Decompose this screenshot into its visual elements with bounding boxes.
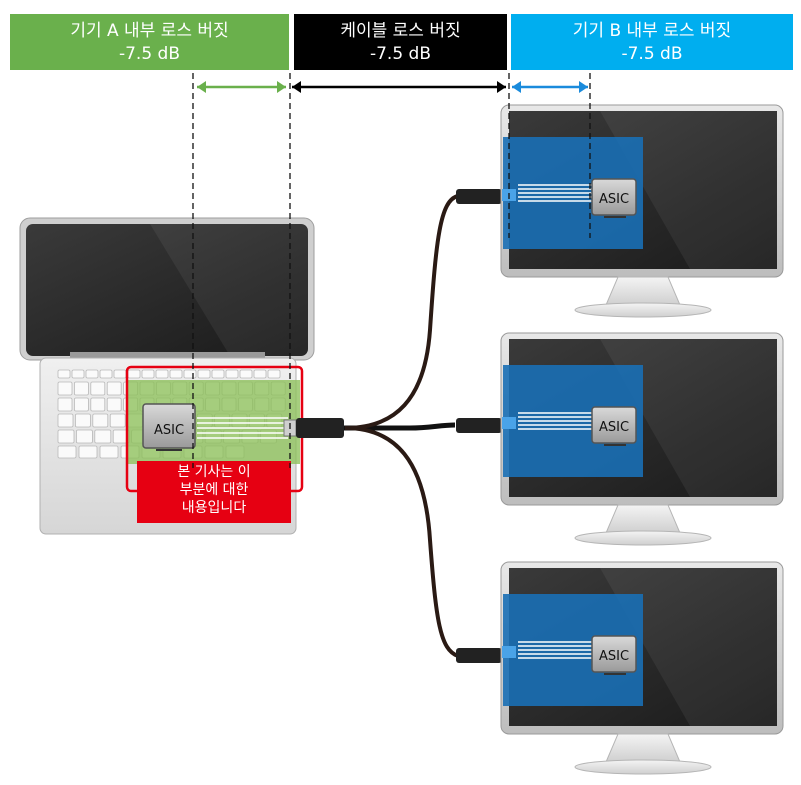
keyboard-key [109, 413, 126, 428]
device-b-span-arrow [512, 81, 588, 93]
keyboard-key [90, 381, 106, 396]
device-a-span-arrow [197, 81, 286, 93]
keyboard-key [267, 369, 281, 379]
boundary-lines [192, 73, 591, 468]
keyboard-key [78, 445, 98, 459]
keyboard-key [94, 429, 112, 444]
keyboard-key [113, 369, 127, 379]
keyboard-key [99, 369, 113, 379]
device-b-header-title: 기기 B 내부 로스 버짓 [572, 21, 732, 41]
keyboard-key [57, 445, 77, 459]
cable-span-arrow [292, 81, 506, 93]
device-b-header-value: -7.5 dB [621, 44, 683, 64]
screen-glare [600, 339, 777, 497]
keyboard-key [57, 369, 71, 379]
keyboard-key [71, 369, 85, 379]
laptop-asic-label: ASIC [154, 423, 184, 438]
device-a-loss-header: 기기 A 내부 로스 버짓 -7.5 dB [10, 14, 289, 70]
cable-header-title: 케이블 로스 버짓 [340, 21, 461, 41]
keyboard-key [106, 397, 122, 412]
keyboard-key [211, 369, 225, 379]
monitor-3: ASIC [500, 561, 784, 775]
monitor-2: ASIC [500, 332, 784, 546]
laptop-signal-traces [197, 417, 288, 439]
keyboard-key [155, 369, 169, 379]
device-b-loss-header: 기기 B 내부 로스 버짓 -7.5 dB [511, 14, 793, 70]
keyboard-key [74, 381, 89, 396]
keyboard-key [253, 369, 267, 379]
split-cable [283, 189, 502, 663]
keyboard-key [169, 369, 183, 379]
note-line-2: 부분에 대한 [179, 482, 249, 498]
monitor-stand-neck [605, 733, 681, 763]
note-line-1: 본 기사는 이 [177, 464, 251, 480]
monitor-stand-base [574, 530, 712, 546]
keyboard-key [197, 369, 211, 379]
monitor-port [502, 417, 516, 429]
keyboard-key [57, 381, 73, 396]
keyboard-key [90, 397, 106, 412]
keyboard-key [239, 369, 253, 379]
device-a-header-value: -7.5 dB [118, 44, 181, 64]
cable-header-value: -7.5 dB [369, 44, 432, 64]
monitor-stand-neck [605, 504, 681, 534]
monitor-stand-neck [605, 276, 681, 306]
note-text: 본 기사는 이 부분에 대한 내용입니다 [137, 461, 291, 525]
keyboard-key [85, 369, 99, 379]
screen-glare [600, 111, 777, 269]
keyboard-key [106, 381, 122, 396]
laptop-asic-chip: ASIC [142, 403, 196, 451]
monitor-asic-label: ASIC [599, 420, 629, 435]
monitor-asic-label: ASIC [599, 192, 629, 207]
keyboard-key [76, 429, 93, 444]
keyboard-key [57, 413, 74, 428]
keyboard-key [74, 397, 89, 412]
monitor-stand-base [574, 302, 712, 318]
note-box [137, 461, 291, 523]
monitor-asic-chip: ASIC [591, 635, 637, 675]
monitor-asic-label: ASIC [599, 649, 629, 664]
keyboard-key [92, 413, 109, 428]
keyboard-key [57, 429, 75, 444]
keyboard-key [225, 369, 239, 379]
keyboard-key [57, 397, 73, 412]
keyboard-key [99, 445, 119, 459]
monitor-asic-chip: ASIC [591, 406, 637, 446]
screen-glare [600, 568, 777, 726]
keyboard-key [127, 369, 141, 379]
keyboard-key [141, 369, 155, 379]
keyboard-key [75, 413, 91, 428]
monitor-port [502, 646, 516, 658]
device-a-header-title: 기기 A 내부 로스 버짓 [70, 21, 229, 41]
note-line-3: 내용입니다 [181, 500, 247, 516]
cable-loss-header: 케이블 로스 버짓 -7.5 dB [294, 14, 507, 70]
keyboard-key [183, 369, 197, 379]
monitor-1: ASIC [500, 104, 784, 318]
monitor-stand-base [574, 759, 712, 775]
monitor-asic-chip: ASIC [591, 178, 637, 218]
